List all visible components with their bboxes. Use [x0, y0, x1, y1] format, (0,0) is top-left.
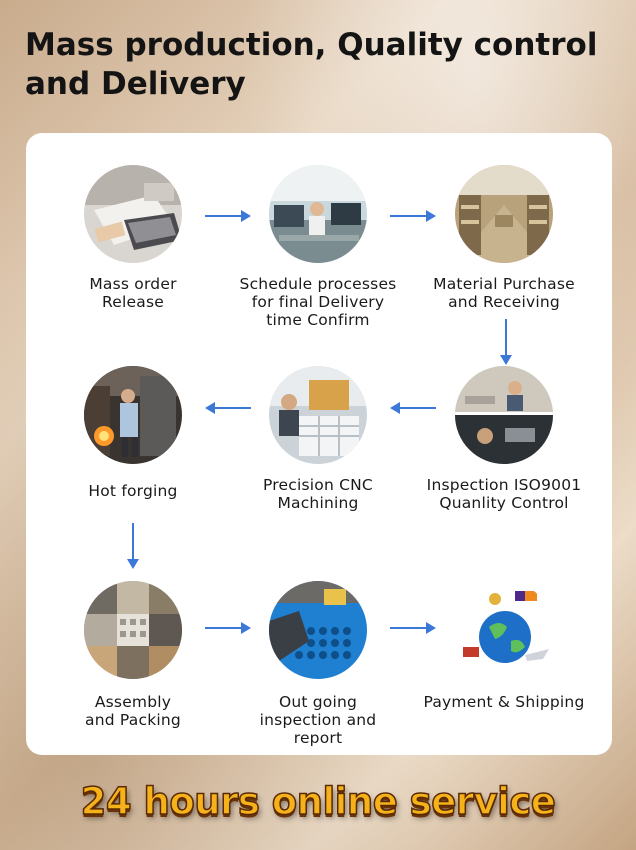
step-label-line: Release	[102, 293, 164, 311]
step-label-line: report	[293, 729, 343, 747]
step-label-line: Material Purchase	[433, 275, 575, 293]
step-label-line: Payment & Shipping	[423, 693, 585, 711]
step-label-line: and Receiving	[448, 293, 560, 311]
step-payment-shipping: Payment & Shipping	[409, 581, 599, 711]
arrow-down-icon	[127, 523, 139, 569]
step-material-purchase: Material Purchase and Receiving	[409, 165, 599, 311]
office-worker-photo	[269, 165, 367, 263]
page-title: Mass production, Quality control and Del…	[25, 27, 598, 102]
step-label-line: Machining	[277, 494, 359, 512]
forging-photo	[84, 366, 182, 464]
arrow-right-icon	[205, 622, 251, 634]
arrow-right-icon	[390, 210, 436, 222]
step-label-line: for final Delivery	[251, 293, 385, 311]
assembly-packing-photo	[84, 581, 182, 679]
step-label-line: inspection and	[259, 711, 377, 729]
step-label-line: Quanlity Control	[439, 494, 569, 512]
arrow-down-icon	[500, 319, 512, 365]
step-label-line: Assembly	[94, 693, 172, 711]
step-precision-cnc: Precision CNC Machining	[223, 366, 413, 512]
step-label-line: Schedule processes	[239, 275, 397, 293]
step-inspection-quality-control: Inspection ISO9001 Quanlity Control	[409, 366, 599, 512]
step-label-line: Inspection ISO9001	[426, 476, 582, 494]
outgoing-inspection-photo	[269, 581, 367, 679]
step-label-line: Out going	[278, 693, 358, 711]
step-schedule-processes: Schedule processes for final Delivery ti…	[223, 165, 413, 329]
arrow-right-icon	[205, 210, 251, 222]
step-label-line: Mass order	[89, 275, 177, 293]
arrow-right-icon	[390, 622, 436, 634]
step-mass-order-release: Mass order Release	[38, 165, 228, 311]
laptop-documents-photo	[84, 165, 182, 263]
globe-shipping-photo	[455, 581, 553, 679]
process-panel: Mass order Release Schedule processes fo…	[26, 133, 612, 755]
step-label-line: and Packing	[85, 711, 181, 729]
step-label-line: Precision CNC	[263, 476, 373, 494]
arrow-left-icon	[205, 402, 251, 414]
step-assembly-packing: Assembly and Packing	[38, 581, 228, 729]
warehouse-photo	[455, 165, 553, 263]
inspection-photo	[455, 366, 553, 464]
step-outgoing-inspection: Out going inspection and report	[223, 581, 413, 747]
step-hot-forging: Hot forging	[38, 366, 228, 500]
service-tagline: 24 hours online service	[80, 779, 557, 824]
arrow-left-icon	[390, 402, 436, 414]
step-label-line: Hot forging	[88, 482, 178, 500]
step-label-line: time Confirm	[266, 311, 370, 329]
cnc-machine-photo	[269, 366, 367, 464]
